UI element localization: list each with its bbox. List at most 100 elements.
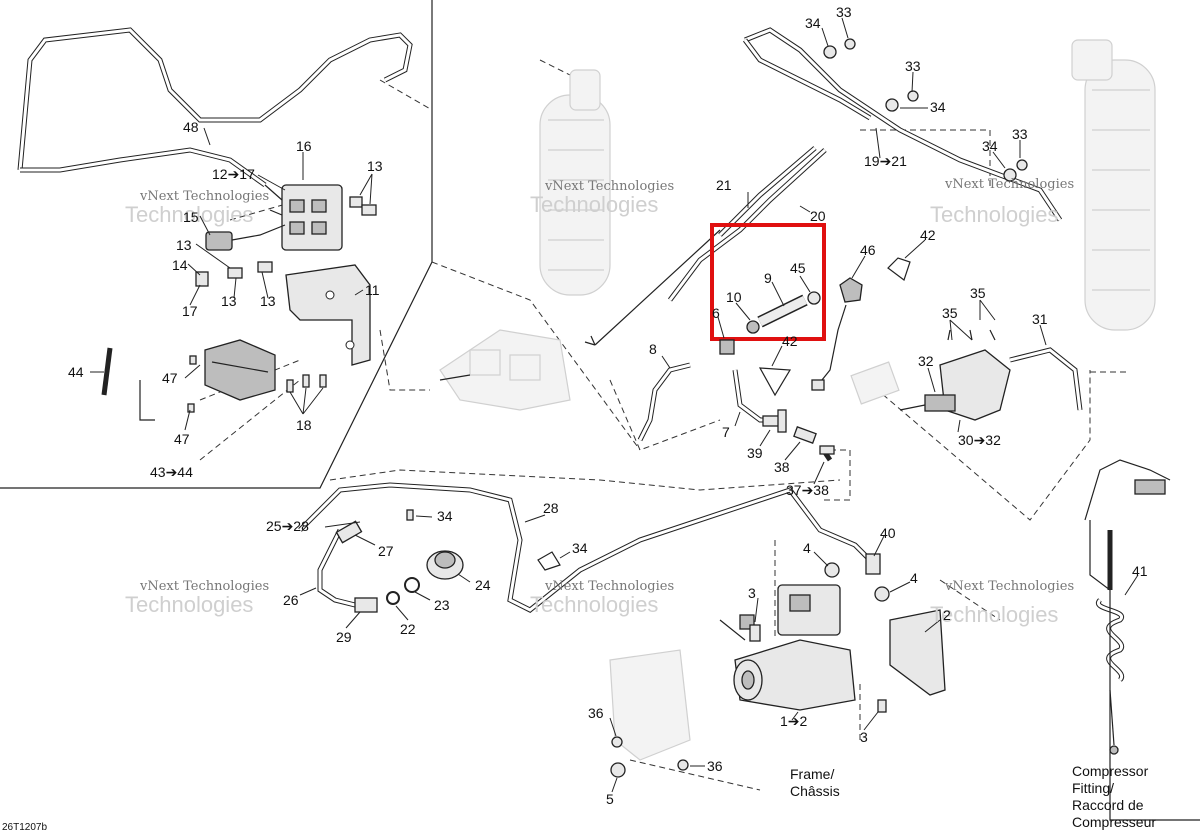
valve-assembly-ghost [439, 329, 571, 411]
clip-42-upper [887, 257, 911, 281]
label-8: 8 [649, 341, 657, 357]
fitting-29 [354, 597, 378, 613]
label-4b: 4 [910, 570, 918, 586]
right-shock-absorber [1071, 39, 1156, 331]
label-9: 9 [764, 270, 772, 286]
label-33b: 33 [905, 58, 921, 74]
label-2: 2 [943, 607, 951, 623]
label-34c: 34 [982, 138, 998, 154]
hose-7 [732, 369, 775, 423]
fittings-13 [195, 196, 377, 287]
label-37-38: 37➔38 [786, 482, 829, 498]
label-35a: 35 [942, 305, 958, 321]
svg-text:Technologies: Technologies [930, 202, 1058, 227]
label-32: 32 [918, 353, 934, 369]
inset-border [0, 0, 433, 489]
label-34e: 34 [572, 540, 588, 556]
label-45: 45 [790, 260, 806, 276]
svg-text:Technologies: Technologies [125, 592, 253, 617]
clips-33-34 [823, 38, 1028, 182]
label-34a: 34 [805, 15, 821, 31]
label-25-28: 25➔28 [266, 518, 309, 534]
label-35b: 35 [970, 285, 986, 301]
svg-text:vNext Technologies: vNext Technologies [544, 179, 674, 194]
label-3a: 3 [748, 585, 756, 601]
label-20: 20 [810, 208, 826, 224]
sensor-46 [811, 277, 863, 391]
label-3b: 3 [860, 729, 868, 745]
label-27: 27 [378, 543, 394, 559]
svg-text:Compresseur: Compresseur [1072, 814, 1156, 830]
label-12-17: 12➔17 [212, 166, 255, 182]
air-line-25-28 [298, 482, 872, 613]
washer-22 [386, 591, 400, 605]
left-shock-absorber [539, 69, 611, 296]
label-42b: 42 [782, 333, 798, 349]
connector-15 [205, 224, 286, 251]
support-plate-2 [889, 609, 946, 696]
svg-text:Technologies: Technologies [530, 592, 658, 617]
label-34b: 34 [930, 99, 946, 115]
clip-34-lower [537, 551, 561, 571]
label-13d: 13 [260, 293, 276, 309]
label-21: 21 [716, 177, 732, 193]
label-31: 31 [1032, 311, 1048, 327]
label-7: 7 [722, 424, 730, 440]
label-43-44: 43➔44 [150, 464, 193, 480]
label-17: 17 [182, 303, 198, 319]
label-22: 22 [400, 621, 416, 637]
svg-text:Technologies: Technologies [530, 192, 658, 217]
label-15: 15 [183, 209, 199, 225]
label-24: 24 [475, 577, 491, 593]
label-13b: 13 [176, 237, 192, 253]
highlight-box [710, 223, 826, 341]
label-6: 6 [712, 305, 720, 321]
frame-chassis [609, 649, 691, 761]
frame-note: Frame/ Châssis [790, 766, 840, 799]
label-1-2: 1➔2 [780, 713, 808, 729]
label-13a: 13 [367, 158, 383, 174]
label-40: 40 [880, 525, 896, 541]
rod-44 [101, 347, 155, 421]
watermarks: Technologies vNext Technologies Technolo… [125, 177, 1074, 627]
tee-39 [762, 409, 787, 433]
clip-42-lower [758, 367, 792, 397]
svg-text:vNext Technologies: vNext Technologies [139, 189, 269, 204]
label-36a: 36 [588, 705, 604, 721]
svg-text:Raccord de: Raccord de [1072, 797, 1144, 813]
fitting-10 [746, 320, 760, 334]
label-18: 18 [296, 417, 312, 433]
valve-block-16 [264, 184, 343, 251]
label-41: 41 [1132, 563, 1148, 579]
hardware-3-4-5-36-40 [610, 553, 890, 778]
label-34d: 34 [437, 508, 453, 524]
label-46: 46 [860, 242, 876, 258]
compressor-fitting-note: Compressor Fitting/ Raccord de Compresse… [1072, 763, 1156, 830]
label-11: 11 [365, 282, 380, 298]
filter-24 [426, 550, 464, 580]
label-29: 29 [336, 629, 352, 645]
label-47b: 47 [174, 431, 190, 447]
label-14: 14 [172, 257, 188, 273]
label-42a: 42 [920, 227, 936, 243]
svg-text:vNext Technologies: vNext Technologies [544, 579, 674, 594]
svg-text:vNext Technologies: vNext Technologies [139, 579, 269, 594]
label-39: 39 [747, 445, 763, 461]
label-28: 28 [543, 500, 559, 516]
label-23: 23 [434, 597, 450, 613]
fittings-37-38 [793, 426, 835, 462]
label-16: 16 [296, 138, 312, 154]
hose-9 [757, 294, 808, 328]
bracket-11 [285, 264, 371, 366]
label-48: 48 [183, 119, 199, 135]
leader-lines [90, 17, 1139, 793]
label-30-32: 30➔32 [958, 432, 1001, 448]
label-36b: 36 [707, 758, 723, 774]
coil-line-41 [1084, 459, 1200, 821]
compressor-1 [719, 584, 856, 711]
label-5: 5 [606, 791, 614, 807]
svg-text:Frame/: Frame/ [790, 766, 834, 782]
drawing-code: 26T1207b [2, 822, 47, 833]
oring-23 [404, 577, 420, 593]
